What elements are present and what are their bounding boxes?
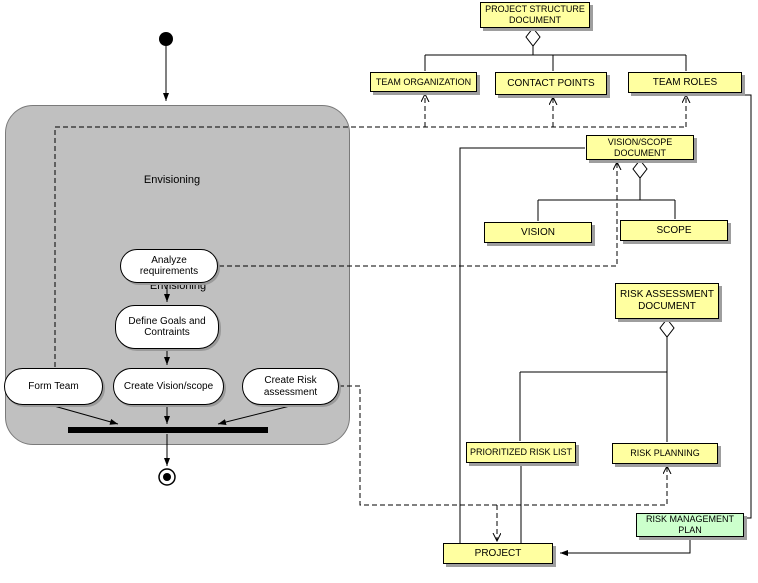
- doc-risk-management-plan: RISK MANAGEMENT PLAN: [636, 513, 744, 537]
- doc-risk-assessment-document-label: RISK ASSESSMENT DOCUMENT: [620, 289, 714, 312]
- doc-team-roles-label: TEAM ROLES: [652, 76, 718, 88]
- doc-vision: VISION: [484, 222, 592, 243]
- doc-scope-label: SCOPE: [656, 224, 692, 236]
- end-node-core: [163, 473, 171, 481]
- activity-form-team-label: Form Team: [28, 380, 79, 392]
- activity-create-vision-scope: Create Vision/scope: [113, 368, 224, 405]
- start-node: [159, 32, 173, 46]
- doc-vision-scope-document-label: VISION/SCOPE DOCUMENT: [607, 136, 673, 158]
- doc-team-roles: TEAM ROLES: [628, 72, 742, 93]
- doc-project-label: PROJECT: [474, 547, 522, 559]
- doc-risk-planning: RISK PLANNING: [612, 443, 718, 464]
- link-vsd-children: [537, 178, 676, 221]
- activity-define-goals: Define Goals and Contraints: [115, 305, 219, 349]
- doc-contact-points-label: CONTACT POINTS: [507, 77, 595, 89]
- activity-analyze-requirements: Analyze requirements: [120, 249, 218, 283]
- activity-create-risk-assessment: Create Risk assessment: [242, 368, 339, 405]
- doc-team-organization-label: TEAM ORGANIZATION: [375, 76, 472, 87]
- flow-formteam-to-join: [53, 405, 119, 425]
- doc-vision-scope-document: VISION/SCOPE DOCUMENT: [586, 135, 694, 160]
- doc-project-structure-document-label: PROJECT STRUCTURE DOCUMENT: [485, 4, 585, 25]
- doc-prioritized-risk-list: PRIORITIZED RISK LIST: [466, 442, 576, 463]
- link-rmp-to-project: [560, 538, 691, 556]
- activity-create-vision-scope-label: Create Vision/scope: [123, 380, 214, 392]
- doc-risk-management-plan-label: RISK MANAGEMENT PLAN: [645, 514, 734, 535]
- activity-form-team: Form Team: [4, 368, 103, 405]
- dependency-formteam-bus: [54, 126, 686, 367]
- doc-scope: SCOPE: [620, 220, 728, 241]
- dependency-to-visionscopedocument: [219, 162, 617, 267]
- activity-create-risk-assessment-label: Create Risk assessment: [263, 375, 318, 398]
- doc-risk-assessment-document: RISK ASSESSMENT DOCUMENT: [615, 283, 719, 319]
- join-bar: [68, 427, 268, 433]
- doc-project-structure-document: PROJECT STRUCTURE DOCUMENT: [480, 2, 590, 28]
- lane-title-overlay: Envisioning: [143, 174, 201, 186]
- doc-contact-points: CONTACT POINTS: [495, 72, 607, 95]
- aggregation-diamond-vsd: [632, 159, 648, 179]
- doc-team-organization: TEAM ORGANIZATION: [370, 72, 477, 92]
- link-psd-children: [424, 46, 687, 71]
- doc-prioritized-risk-list-label: PRIORITIZED RISK LIST: [469, 447, 572, 458]
- aggregation-diamond-psd: [525, 27, 541, 47]
- doc-vision-label: VISION: [521, 226, 555, 238]
- link-rad-children: [519, 337, 668, 442]
- lane-title: Envisioning: [149, 280, 207, 292]
- activity-analyze-requirements-label: Analyze requirements: [139, 254, 199, 278]
- doc-project: PROJECT: [443, 543, 553, 564]
- link-teamroles-to-rmp: [745, 94, 752, 519]
- flow-createrisk-to-join: [217, 405, 291, 425]
- activity-define-goals-label: Define Goals and Contraints: [128, 315, 206, 339]
- aggregation-diamond-rad: [659, 318, 675, 338]
- doc-risk-planning-label: RISK PLANNING: [630, 448, 700, 459]
- dependency-createrisk-to-riskplanning: [339, 385, 667, 506]
- link-project-to-vsd: [459, 147, 585, 543]
